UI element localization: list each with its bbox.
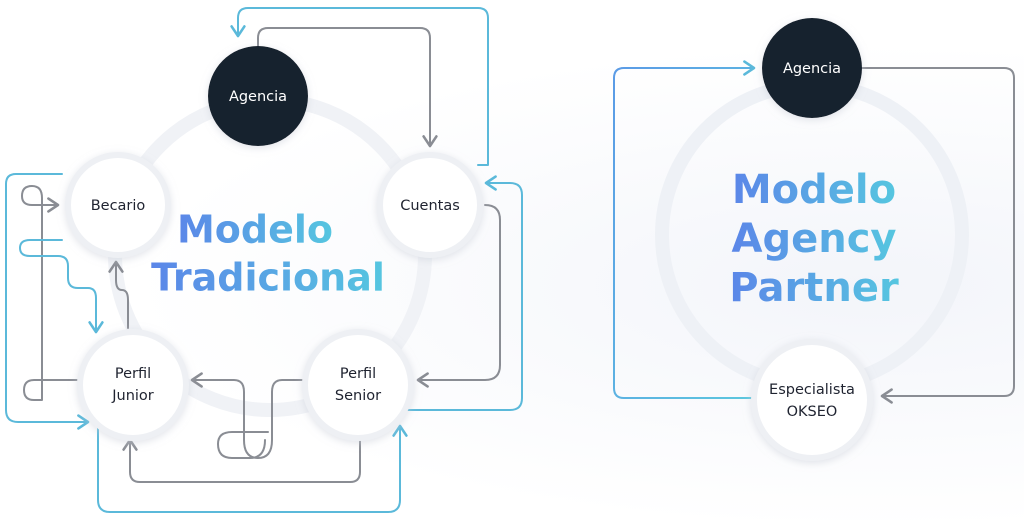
node-especialista-label-1: Especialista — [769, 382, 855, 398]
arrow-becario-to-junior-inner — [19, 239, 104, 334]
node-perfil-junior: Perfil Junior — [77, 329, 189, 441]
gray-arrows — [21, 27, 501, 483]
arrow-senior-bottom-to-junior — [122, 438, 361, 483]
node-partner-agencia: Agencia — [762, 18, 862, 118]
node-junior-label-2: Junior — [111, 388, 154, 404]
arrow-junior-to-becario — [108, 260, 129, 329]
arrow-cuentas-to-senior — [416, 204, 501, 388]
node-partner-agencia-label: Agencia — [783, 61, 841, 77]
node-agencia-label: Agencia — [229, 89, 287, 105]
traditional-model: Agencia Cuentas Becario Perfil Junior Pe… — [5, 7, 523, 513]
arrow-partner-agencia-to-especialista — [861, 67, 1015, 404]
node-cuentas: Cuentas — [377, 152, 483, 258]
node-perfil-senior: Perfil Senior — [302, 329, 414, 441]
traditional-title-line1: Modelo — [177, 208, 333, 252]
arrow-becario-to-junior-outer — [5, 173, 90, 430]
arrow-loop-knot — [217, 431, 269, 459]
arrow-senior-to-cuentas — [399, 175, 523, 411]
partner-title-line3: Partner — [729, 265, 899, 311]
node-cuentas-label: Cuentas — [400, 198, 460, 214]
arrow-junior-loop-to-becario — [21, 185, 79, 401]
arrow-partner-especialista-to-agencia — [613, 60, 757, 399]
arrow-agencia-to-cuentas — [257, 27, 438, 148]
node-agencia: Agencia — [208, 46, 308, 146]
arrow-junior-to-senior — [97, 419, 408, 513]
node-becario: Becario — [65, 152, 171, 258]
arrow-senior-to-junior — [190, 372, 309, 459]
node-senior-label-2: Senior — [335, 388, 381, 404]
node-becario-label: Becario — [91, 198, 146, 214]
partner-title-line2: Agency — [732, 216, 897, 262]
traditional-title-line2: Tradicional — [151, 256, 385, 300]
node-especialista-okseo: Especialista OKSEO — [751, 339, 873, 461]
node-senior-label-1: Perfil — [340, 366, 376, 382]
blue-arrows — [5, 7, 523, 513]
partner-model: Agencia Especialista OKSEO Modelo Agency… — [613, 18, 1015, 461]
node-junior-label-1: Perfil — [115, 366, 151, 382]
partner-title-line1: Modelo — [732, 167, 896, 213]
arrow-cuentas-to-agencia — [230, 7, 489, 166]
node-especialista-label-2: OKSEO — [787, 404, 838, 420]
